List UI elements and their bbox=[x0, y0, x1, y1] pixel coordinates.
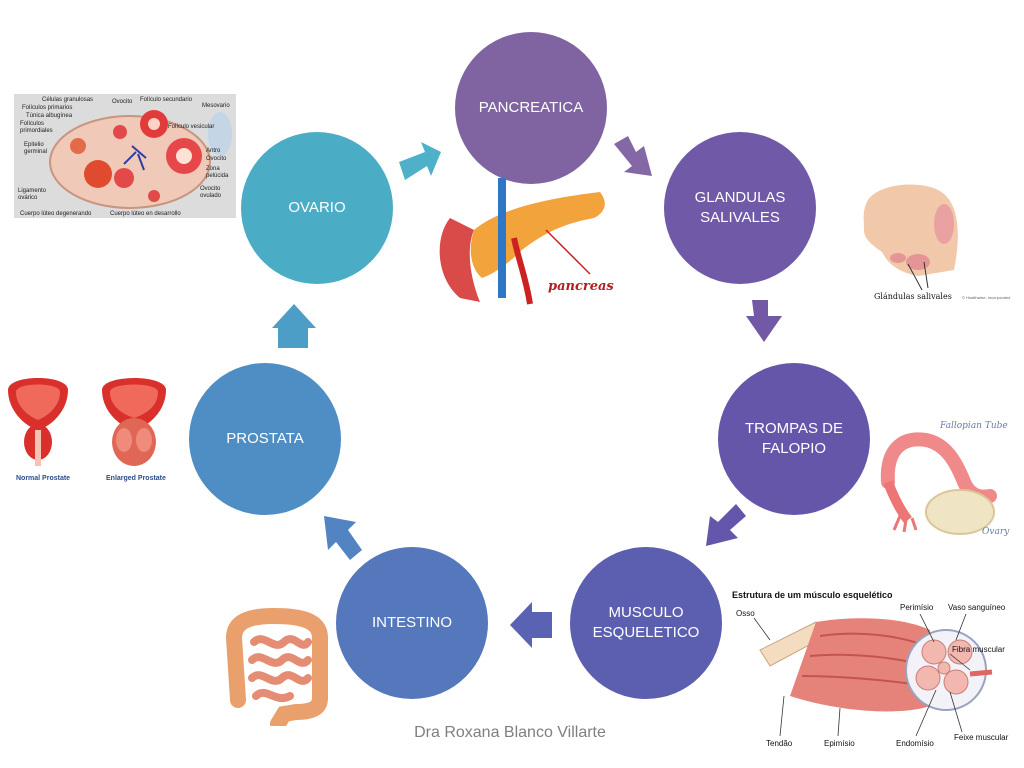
node-prostata: PROSTATA bbox=[189, 363, 341, 515]
arrow-prostata-to-ovario bbox=[272, 304, 316, 348]
fallopian-ovary-label: Ovary bbox=[982, 527, 1010, 537]
arrow-intestino-to-prostata bbox=[324, 516, 362, 560]
arrow-musculo-to-intestino bbox=[510, 602, 552, 648]
svg-text:Células granulosas: Células granulosas bbox=[42, 97, 93, 103]
svg-text:Ligamento: Ligamento bbox=[18, 188, 47, 194]
fallopian-title: Fallopian Tube bbox=[939, 421, 1008, 431]
muscle-label-endomisio: Endomísio bbox=[896, 739, 934, 748]
svg-text:germinal: germinal bbox=[24, 149, 47, 155]
node-musculo-esqueletico: MUSCULO ESQUELETICO bbox=[570, 547, 722, 699]
node-trompas-label: TROMPAS DE FALOPIO bbox=[744, 420, 844, 457]
svg-text:Ovocito: Ovocito bbox=[112, 99, 133, 105]
svg-text:Zona: Zona bbox=[206, 166, 220, 172]
prostate-normal-label: Normal Prostate bbox=[16, 475, 70, 482]
svg-text:Túnica albugínea: Túnica albugínea bbox=[26, 113, 73, 119]
fallopian-tube-image: Fallopian Tube Ovary bbox=[880, 421, 1010, 537]
svg-text:pelúcida: pelúcida bbox=[206, 173, 229, 179]
prostate-enlarged-label: Enlarged Prostate bbox=[106, 475, 166, 482]
node-glandulas-salivales-label: GLANDULAS SALIVALES bbox=[694, 189, 786, 226]
muscle-label-fibra: Fibra muscular bbox=[952, 645, 1005, 654]
muscle-label-tendao: Tendão bbox=[766, 739, 793, 748]
svg-text:Ovocito: Ovocito bbox=[206, 156, 227, 162]
skeletal-muscle-image: Estrutura de um músculo esquelético Osso… bbox=[732, 590, 1009, 748]
svg-text:Cuerpo lúteo en desarrollo: Cuerpo lúteo en desarrollo bbox=[110, 211, 181, 217]
svg-text:Folículo secundario: Folículo secundario bbox=[140, 97, 193, 103]
svg-text:Mesovario: Mesovario bbox=[202, 103, 230, 109]
footer-author: Dra Roxana Blanco Villarte bbox=[414, 724, 606, 741]
svg-text:primordiales: primordiales bbox=[20, 128, 53, 134]
node-trompas-de-falopio: TROMPAS DE FALOPIO bbox=[718, 363, 870, 515]
salivary-caption: Glándulas salivales bbox=[874, 292, 952, 301]
muscle-label-epimisio: Epimísio bbox=[824, 739, 855, 748]
arrow-ovario-to-pancreatica bbox=[399, 142, 441, 180]
muscle-label-vaso: Vaso sanguíneo bbox=[948, 603, 1006, 612]
node-ovario: OVARIO bbox=[241, 132, 393, 284]
svg-text:Folículo vesicular: Folículo vesicular bbox=[168, 124, 214, 130]
node-ovario-label: OVARIO bbox=[288, 199, 346, 216]
svg-text:Epitelio: Epitelio bbox=[24, 142, 44, 148]
svg-text:Antro: Antro bbox=[206, 148, 221, 154]
node-intestino-label: INTESTINO bbox=[371, 614, 452, 631]
muscle-label-perimisio: Perimísio bbox=[900, 603, 934, 612]
node-intestino: INTESTINO bbox=[336, 547, 488, 699]
svg-text:Ovocito: Ovocito bbox=[200, 186, 221, 192]
node-pancreatica: PANCREATICA bbox=[455, 32, 607, 184]
salivary-glands-image: Glándulas salivales © Healthwise, Incorp… bbox=[863, 184, 1010, 301]
svg-text:ovárico: ovárico bbox=[18, 195, 38, 201]
pancreas-caption: pancreas bbox=[548, 279, 614, 294]
svg-text:Folículos: Folículos bbox=[20, 121, 44, 127]
node-musculo-label: MUSCULO ESQUELETICO bbox=[592, 604, 700, 641]
ovary-section-image: Células granulosas Ovocito Folículo secu… bbox=[14, 94, 236, 218]
svg-text:Cuerpo lúteo degenerando: Cuerpo lúteo degenerando bbox=[20, 211, 92, 217]
arrow-trompas-to-musculo bbox=[706, 504, 746, 546]
arrow-glandulas-to-trompas bbox=[746, 300, 782, 342]
node-prostata-label: PROSTATA bbox=[226, 430, 304, 447]
node-pancreatica-label: PANCREATICA bbox=[478, 99, 584, 116]
svg-text:ovulado: ovulado bbox=[200, 193, 222, 199]
intestine-image bbox=[225, 608, 328, 726]
prostate-image: Normal Prostate Enlarged Prostate bbox=[8, 378, 166, 482]
muscle-label-feixe: Feixe muscular bbox=[954, 733, 1009, 742]
arrow-pancreatica-to-glandulas bbox=[614, 136, 652, 176]
pancreas-image: pancreas bbox=[439, 178, 614, 305]
salivary-credit: © Healthwise, Incorporated bbox=[962, 295, 1010, 300]
svg-text:Folículos primarios: Folículos primarios bbox=[22, 105, 72, 111]
muscle-title: Estrutura de um músculo esquelético bbox=[732, 590, 893, 600]
node-glandulas-salivales: GLANDULAS SALIVALES bbox=[664, 132, 816, 284]
muscle-label-osso: Osso bbox=[736, 609, 755, 618]
